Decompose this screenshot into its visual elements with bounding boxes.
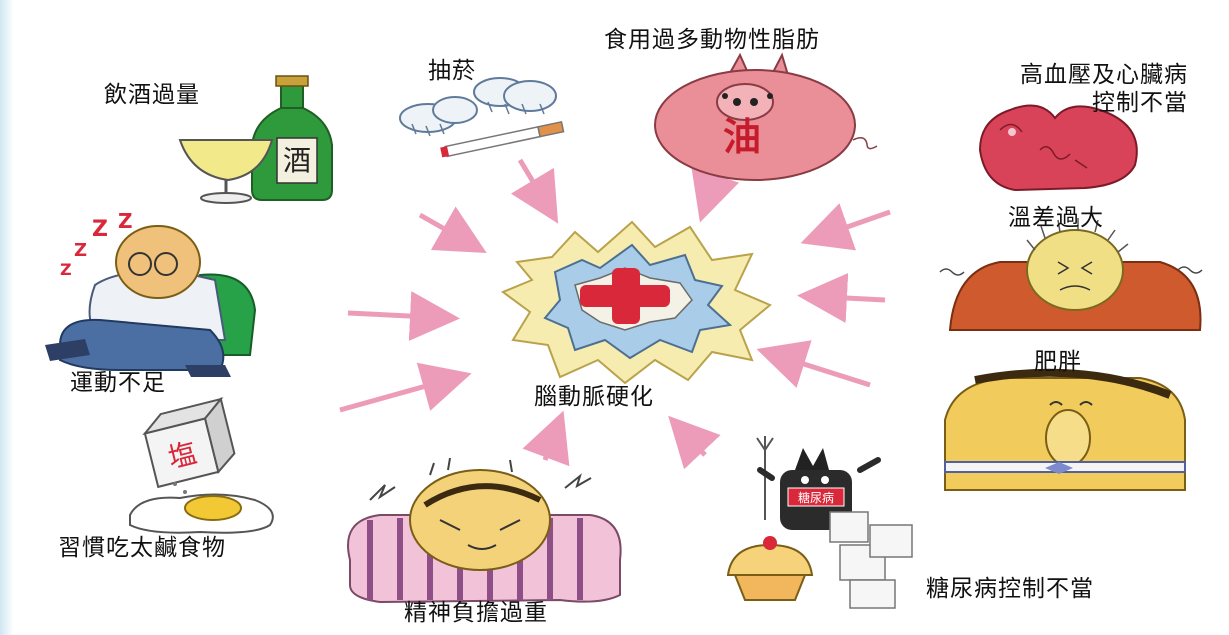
label-stress: 精神負擔過重 bbox=[404, 600, 548, 628]
label-diabetes: 糖尿病控制不當 bbox=[926, 576, 1094, 604]
shivering-person-icon bbox=[940, 218, 1202, 330]
arrow-from-hypertension-heart bbox=[810, 212, 890, 240]
heart-icon bbox=[980, 106, 1137, 191]
fried-egg-icon bbox=[130, 494, 273, 532]
pig-icon: 油 bbox=[655, 55, 877, 180]
arrow-from-salty-food bbox=[340, 376, 462, 410]
sugar-cubes-icon bbox=[830, 512, 912, 608]
label-temperature: 溫差過大 bbox=[1008, 205, 1104, 233]
label-hypertension-heart: 高血壓及心臟病 控制不當 bbox=[930, 62, 1188, 117]
arrow-from-animal-fat bbox=[703, 185, 712, 213]
label-hypertension-heart-line2: 控制不當 bbox=[930, 90, 1188, 118]
label-salty-food: 習慣吃太鹹食物 bbox=[58, 535, 226, 563]
cupcake-icon bbox=[728, 536, 812, 600]
arrow-from-smoking bbox=[520, 160, 553, 215]
label-center-arteriosclerosis: 腦動脈硬化 bbox=[534, 384, 654, 412]
label-obesity: 肥胖 bbox=[1034, 349, 1082, 377]
arrow-from-stress bbox=[545, 420, 560, 460]
label-drinking: 飲酒過量 bbox=[104, 82, 200, 110]
center-artery-burst-icon bbox=[503, 222, 770, 383]
arrow-from-exercise bbox=[348, 313, 450, 318]
sleeping-man-icon: Z Z Z Z bbox=[45, 209, 255, 377]
label-hypertension-heart-line1: 高血壓及心臟病 bbox=[930, 62, 1188, 90]
arrow-from-obesity bbox=[766, 352, 870, 385]
cigarette-smoke-icon bbox=[400, 78, 564, 157]
label-exercise: 運動不足 bbox=[70, 370, 166, 398]
label-animal-fat: 食用過多動物性脂肪 bbox=[604, 27, 820, 55]
svg-text:Z: Z bbox=[60, 260, 72, 279]
arrow-from-diabetes bbox=[675, 423, 705, 455]
svg-text:Z: Z bbox=[92, 217, 108, 242]
bottle-char: 酒 bbox=[283, 144, 311, 177]
salt-box-icon: 塩 bbox=[141, 399, 237, 494]
devil-sign: 糖尿病 bbox=[798, 490, 834, 505]
svg-text:Z: Z bbox=[118, 209, 133, 233]
obese-person-icon bbox=[945, 373, 1185, 490]
arrow-from-drinking bbox=[420, 215, 478, 248]
stressed-person-icon bbox=[348, 458, 621, 602]
pig-char: 油 bbox=[723, 115, 761, 159]
label-smoking: 抽菸 bbox=[428, 58, 476, 86]
svg-text:Z: Z bbox=[74, 240, 87, 261]
arrow-from-temperature bbox=[807, 296, 885, 300]
wine-bottle-icon: 酒 bbox=[252, 76, 332, 200]
